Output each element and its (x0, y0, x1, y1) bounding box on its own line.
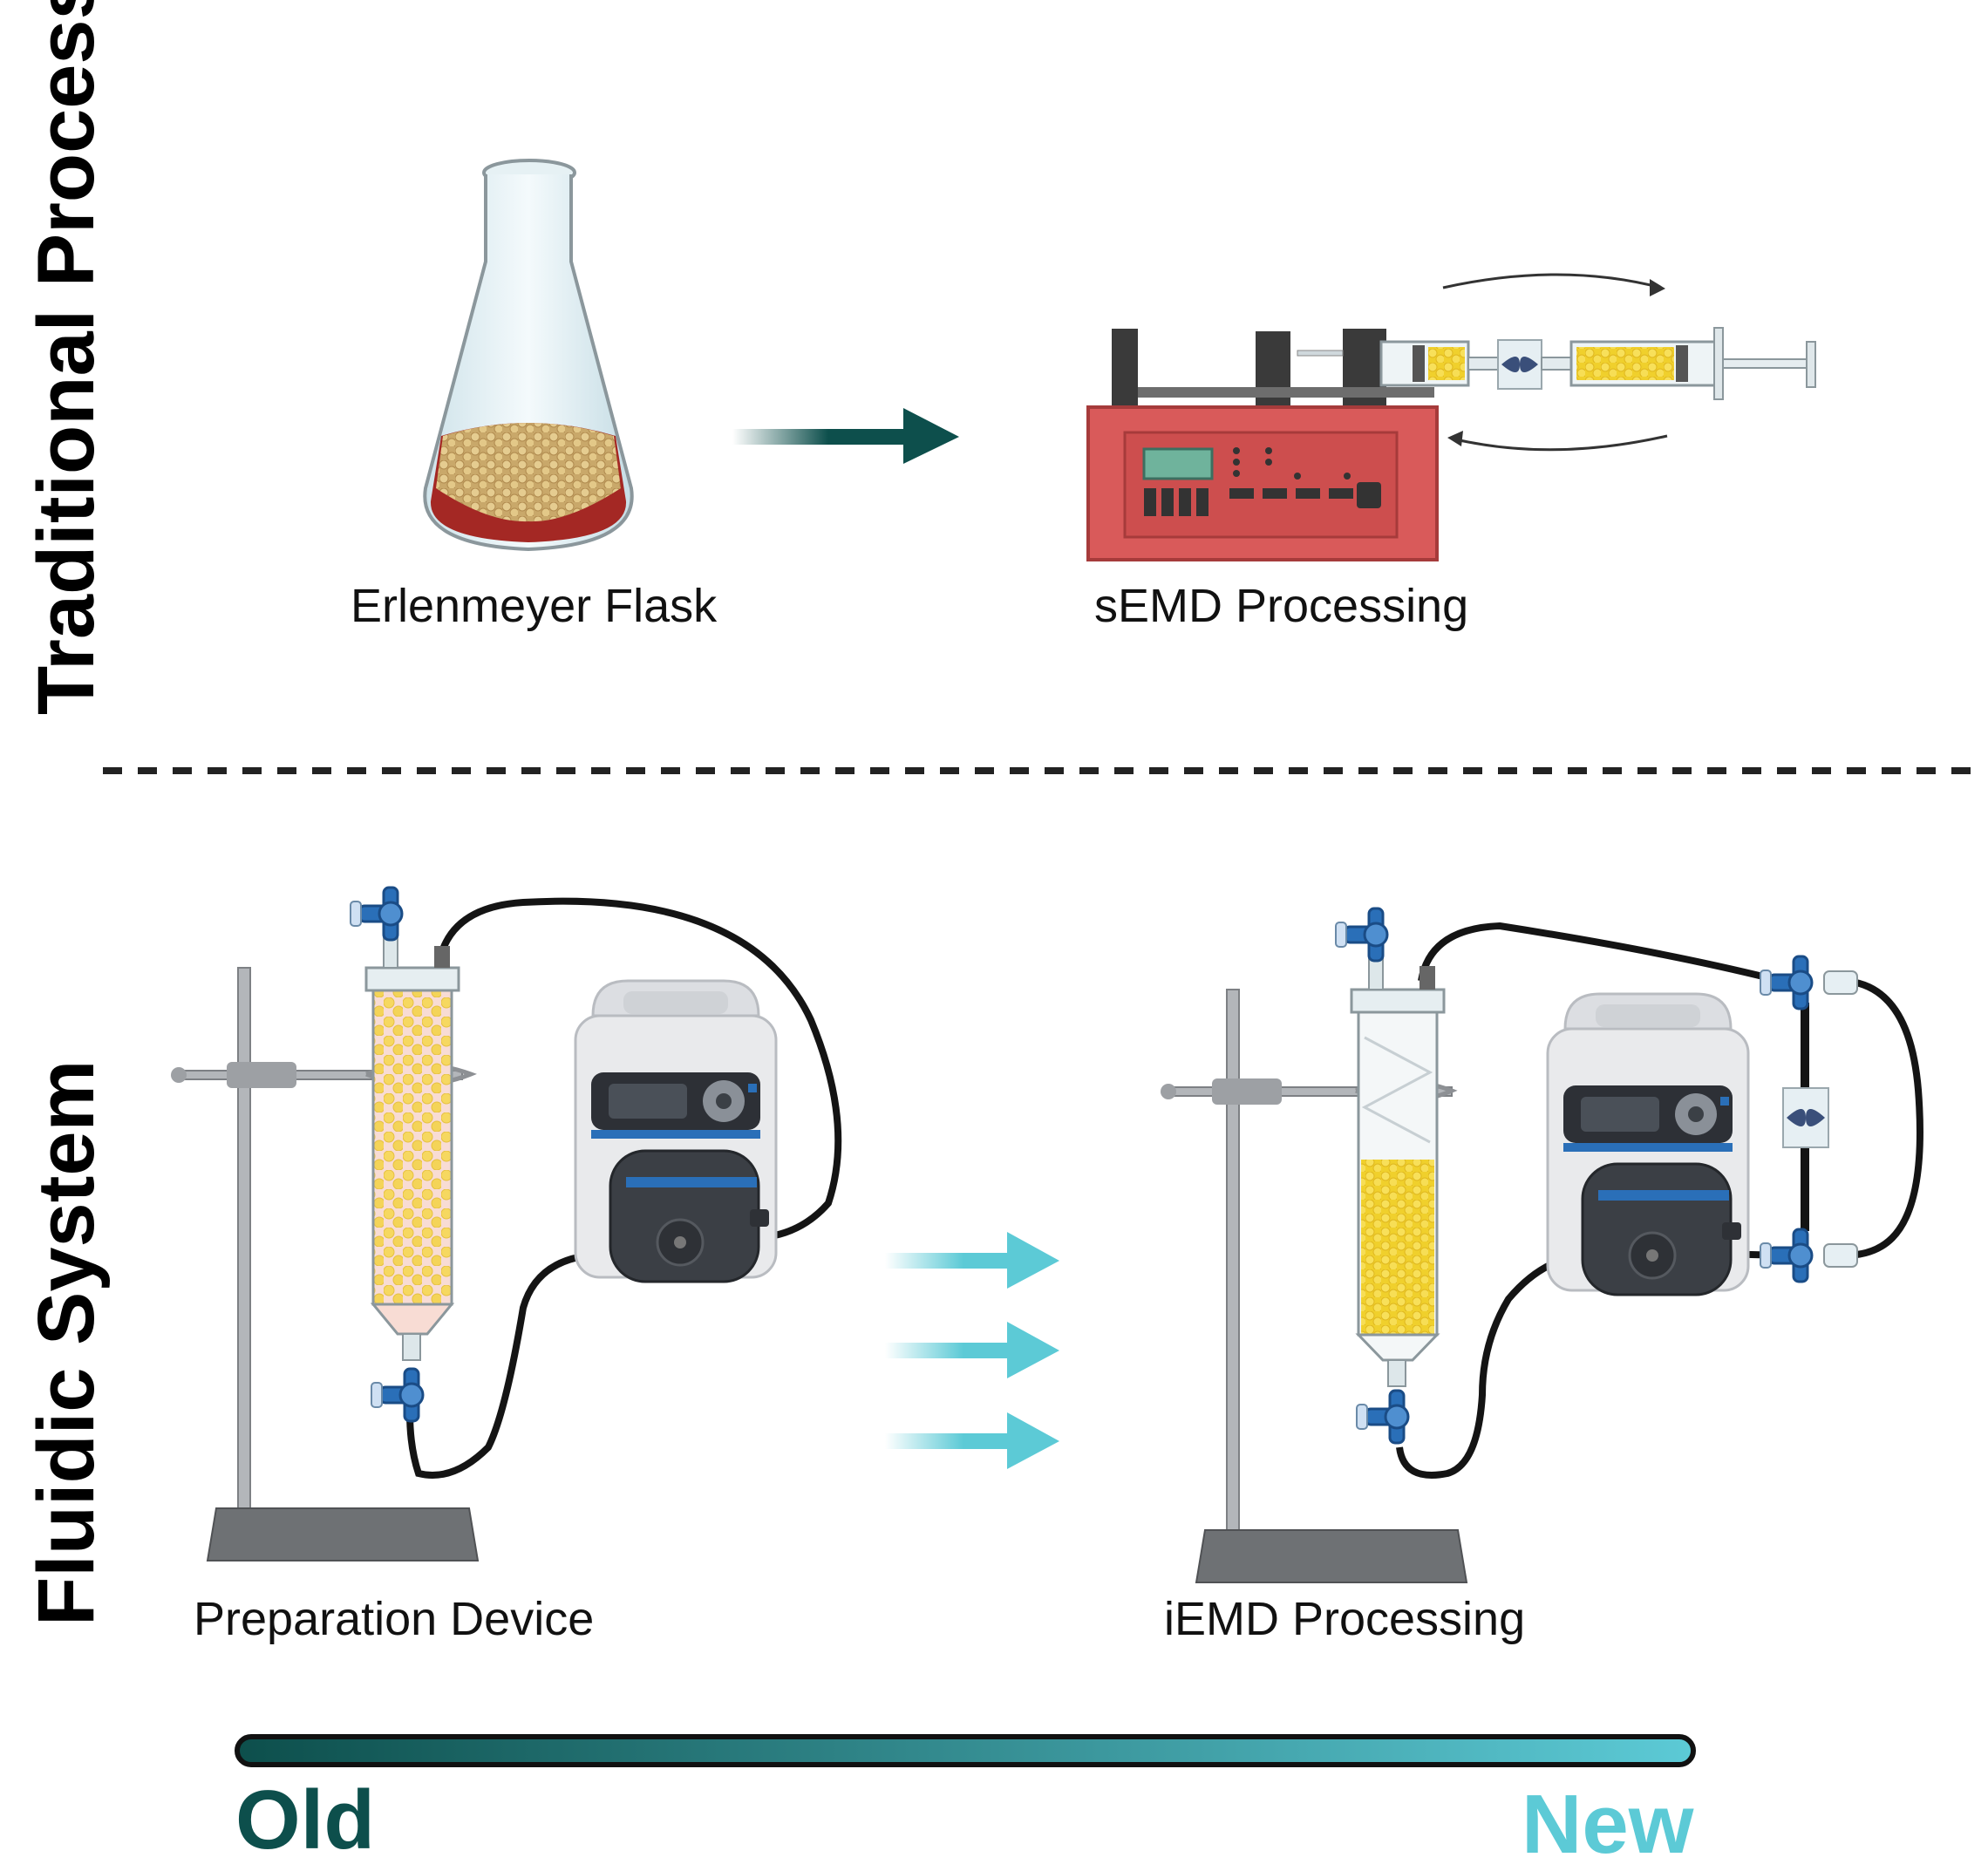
scale-label-new: New (1522, 1778, 1694, 1871)
old-new-scale-bar (235, 1734, 1696, 1767)
syringe-pump-icon (1086, 273, 1816, 561)
label-preparation-device: Preparation Device (194, 1593, 595, 1645)
label-erlenmeyer-flask: Erlenmeyer Flask (351, 580, 718, 632)
label-semd-processing: sEMD Processing (1094, 580, 1469, 632)
erlenmeyer-flask-icon (423, 159, 634, 552)
transition-arrows (885, 1232, 1059, 1469)
process-arrow-dark (732, 408, 959, 464)
scale-label-old: Old (235, 1773, 375, 1867)
preparation-device-icon (171, 886, 842, 1561)
label-iemd-processing: iEMD Processing (1164, 1593, 1526, 1645)
iemd-processing-icon (1161, 907, 1923, 1583)
